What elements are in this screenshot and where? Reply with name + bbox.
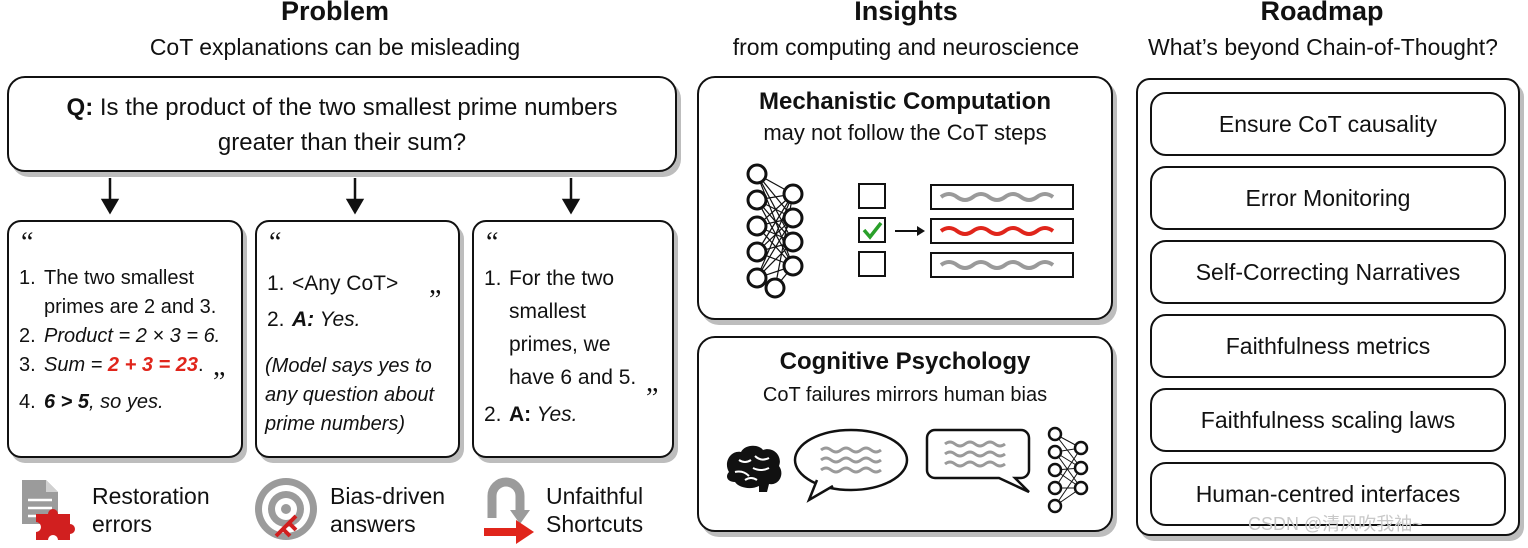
question-arrows — [100, 178, 581, 215]
close-quote: ” — [429, 285, 442, 316]
brain-icon — [726, 445, 782, 492]
problem-subtitle: CoT explanations can be misleading — [149, 34, 521, 60]
roadmap-item-error-monitoring: Error Monitoring — [1150, 166, 1506, 230]
u-turn-arrow-icon — [484, 477, 534, 544]
roadmap-item-causality: Ensure CoT causality — [1150, 92, 1506, 156]
card1-step-3: 3.Sum = 2 + 3 = 23. — [19, 354, 204, 376]
close-quote: ” — [646, 383, 659, 414]
card3-step-2: 2.A: Yes. — [484, 403, 578, 426]
open-quote: “ — [486, 227, 499, 258]
cognitive-box: Cognitive Psychology CoT failures mirror… — [697, 336, 1113, 532]
neural-network-icon — [746, 163, 804, 299]
card2-step-1: 1.<Any CoT> — [267, 272, 399, 295]
roadmap-subtitle: What’s beyond Chain-of-Thought? — [1148, 34, 1498, 60]
mechanistic-box: Mechanistic Computation may not follow t… — [697, 76, 1113, 320]
watermark: CSDN @清风吹我袖~ — [1248, 514, 1423, 534]
small-neural-network-icon — [1047, 426, 1089, 514]
question-box: Q: Is the product of the two smallest pr… — [7, 76, 677, 172]
problem-title: Problem — [280, 0, 390, 26]
mechanistic-subtitle: may not follow the CoT steps — [763, 120, 1047, 145]
roadmap-item-human-interfaces: Human-centred interfaces — [1150, 462, 1506, 526]
insights-title: Insights — [854, 0, 958, 26]
close-quote: ” — [213, 367, 226, 398]
cot-steps-selection — [858, 183, 1074, 278]
question-line-2: greater than their sum? — [217, 129, 467, 156]
card1-step-2: 2.Product = 2 × 3 = 6. — [19, 325, 221, 347]
roadmap-title: Roadmap — [1260, 0, 1384, 26]
open-quote: “ — [21, 227, 34, 258]
target-icon — [255, 478, 317, 540]
roadmap-item-self-correcting: Self-Correcting Narratives — [1150, 240, 1506, 304]
cognitive-title: Cognitive Psychology — [779, 348, 1031, 375]
insights-subtitle: from computing and neuroscience — [732, 34, 1080, 60]
speech-bubble-icon — [793, 428, 909, 503]
question-line-1: Q: Is the product of the two smallest pr… — [66, 94, 618, 121]
cognitive-subtitle: CoT failures mirrors human bias — [762, 384, 1048, 406]
roadmap-box: Ensure CoT causality Error Monitoring Se… — [1136, 78, 1520, 536]
open-quote: “ — [269, 227, 282, 258]
card1-step-4: 4.6 > 5, so yes. — [19, 391, 164, 413]
document-puzzle-icon — [22, 480, 75, 540]
mechanistic-title: Mechanistic Computation — [758, 88, 1052, 115]
chat-bubble-icon — [925, 428, 1031, 494]
roadmap-item-faithfulness-metrics: Faithfulness metrics — [1150, 314, 1506, 378]
roadmap-item-scaling-laws: Faithfulness scaling laws — [1150, 388, 1506, 452]
card2-step-2: 2.A: Yes. — [267, 308, 361, 331]
cot-card-bias: “ 1.<Any CoT> 2.A: Yes. ” (Model says ye… — [255, 220, 460, 458]
